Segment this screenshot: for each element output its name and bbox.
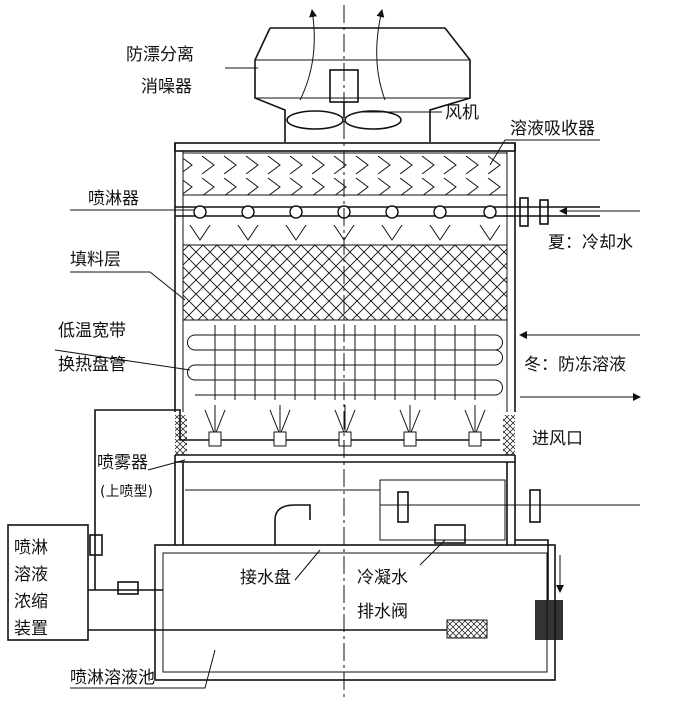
label-coil-1: 低温宽带 [58, 321, 126, 341]
label-fill-layer: 填料层 [70, 250, 121, 270]
label-concentrator-1: 喷淋 [14, 538, 48, 558]
label-summer-cooling-water: 夏：冷却水 [548, 233, 633, 253]
label-air-inlet: 进风口 [532, 429, 583, 449]
label-separator-2: 消噪器 [141, 77, 192, 97]
concentrator-box [7, 524, 89, 641]
label-concentrator-2: 溶液 [14, 565, 48, 585]
drift-eliminator-hood [254, 9, 471, 142]
solution-pool [88, 425, 556, 681]
fan [286, 69, 402, 130]
lower-section [174, 454, 640, 640]
label-absorber: 溶液吸收器 [510, 119, 595, 139]
atomizers [94, 405, 515, 455]
label-atomizer-type: (上喷型) [100, 484, 153, 500]
label-pool: 喷淋溶液池 [70, 668, 155, 688]
heat-exchange-coil [187, 325, 641, 401]
label-coil-2: 换热盘管 [58, 355, 126, 375]
fill-layer [182, 244, 508, 321]
label-separator-1: 防漂分离 [126, 45, 194, 65]
label-concentrator-3: 浓缩 [14, 592, 48, 612]
label-winter-antifreeze: 冬：防冻溶液 [524, 355, 626, 375]
label-drain-valve: 排水阀 [357, 602, 408, 622]
label-drip-tray: 接水盘 [240, 568, 291, 588]
leader-lines [54, 67, 600, 689]
label-fan: 风机 [445, 103, 479, 123]
label-concentrator-4: 装置 [14, 619, 48, 639]
solution-absorber [182, 152, 508, 196]
label-condensate: 冷凝水 [357, 568, 408, 588]
label-sprinkler: 喷淋器 [88, 189, 139, 209]
label-atomizer: 喷雾器 [97, 453, 148, 473]
